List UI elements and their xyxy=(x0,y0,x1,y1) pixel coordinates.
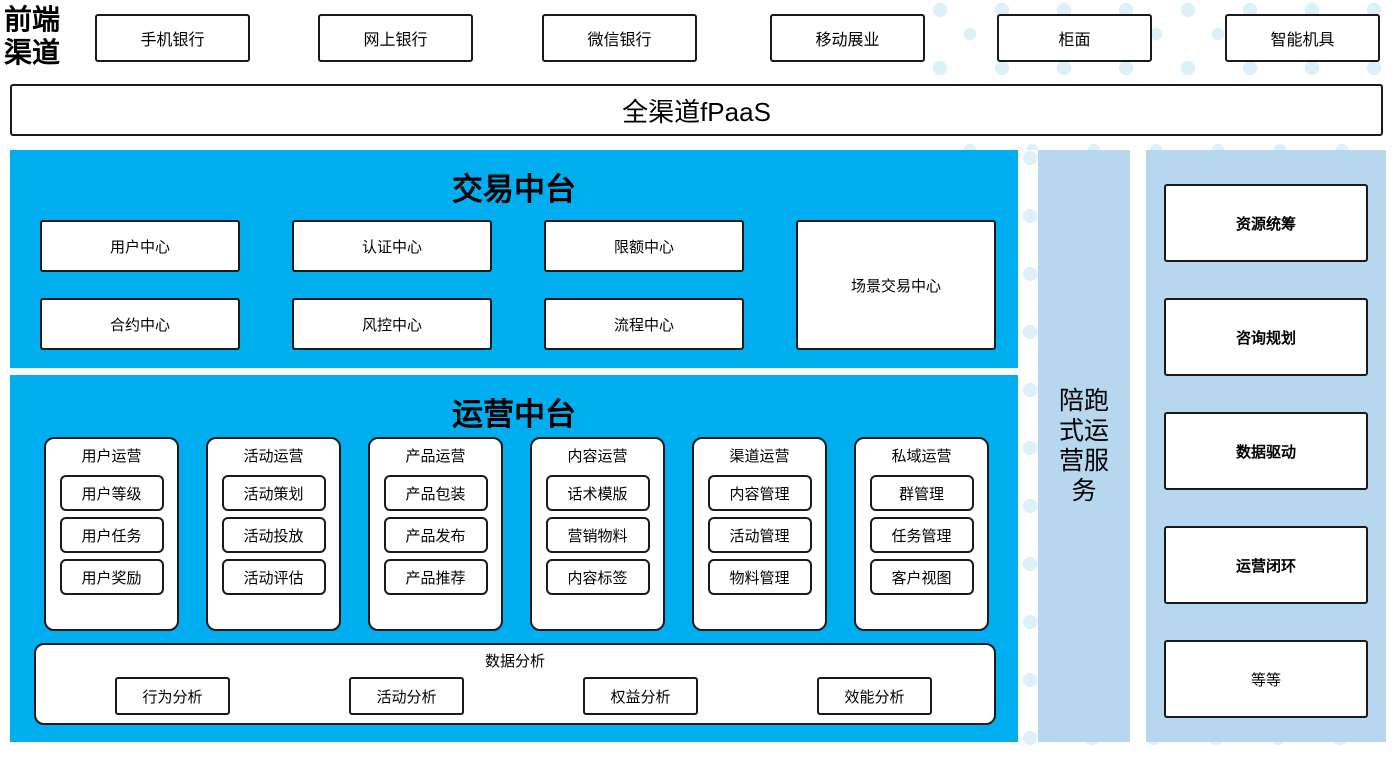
ops-column-title: 产品运营 xyxy=(405,448,466,465)
ops-item-script-template[interactable]: 话术模版 xyxy=(545,475,650,511)
ops-item-material-management[interactable]: 物料管理 xyxy=(707,559,812,595)
data-analysis-item-activity[interactable]: 活动分析 xyxy=(349,677,464,715)
service-column-panel: 资源统筹 咨询规划 数据驱动 运营闭环 等等 xyxy=(1146,150,1386,742)
ops-column-title: 渠道运营 xyxy=(729,448,790,465)
trade-box-process-center[interactable]: 流程中心 xyxy=(544,298,744,350)
service-box-etc[interactable]: 等等 xyxy=(1164,640,1368,718)
ops-item-product-packaging[interactable]: 产品包装 xyxy=(383,475,488,511)
channel-box-online-bank[interactable]: 网上银行 xyxy=(318,14,473,62)
trade-center-title: 交易中台 xyxy=(452,172,576,207)
data-analysis-item-behavior[interactable]: 行为分析 xyxy=(115,677,230,715)
service-box-data-driven[interactable]: 数据驱动 xyxy=(1164,412,1368,490)
ops-column-title: 私域运营 xyxy=(891,448,952,465)
data-analysis-item-performance[interactable]: 效能分析 xyxy=(817,677,932,715)
ops-column-title: 内容运营 xyxy=(567,448,628,465)
ops-center-title: 运营中台 xyxy=(452,397,576,432)
ops-center-panel: 运营中台 用户运营 用户等级 用户任务 用户奖励 活动运营 活动策划 活动投放 … xyxy=(10,375,1018,742)
ops-item-content-tag[interactable]: 内容标签 xyxy=(545,559,650,595)
channel-box-counter[interactable]: 柜面 xyxy=(997,14,1152,62)
accompany-service-title: 陪跑式运营服务 xyxy=(1058,387,1109,505)
trade-box-user-center[interactable]: 用户中心 xyxy=(40,220,240,272)
ops-item-content-management[interactable]: 内容管理 xyxy=(707,475,812,511)
trade-center-panel: 交易中台 用户中心 认证中心 限额中心 合约中心 风控中心 流程中心 场景交易中… xyxy=(10,150,1018,368)
channel-box-wechat-bank[interactable]: 微信银行 xyxy=(542,14,697,62)
ops-item-customer-view[interactable]: 客户视图 xyxy=(869,559,974,595)
ops-column-private-domain-operations[interactable]: 私域运营 群管理 任务管理 客户视图 xyxy=(854,437,989,631)
accompany-service-panel: 陪跑式运营服务 xyxy=(1038,150,1130,742)
ops-column-user-operations[interactable]: 用户运营 用户等级 用户任务 用户奖励 xyxy=(44,437,179,631)
frontend-label-line1: 前端 xyxy=(4,5,61,36)
fpaas-banner[interactable]: 全渠道fPaaS xyxy=(10,84,1383,136)
ops-item-user-reward[interactable]: 用户奖励 xyxy=(59,559,164,595)
ops-item-marketing-material[interactable]: 营销物料 xyxy=(545,517,650,553)
ops-item-user-level[interactable]: 用户等级 xyxy=(59,475,164,511)
data-analysis-item-benefit[interactable]: 权益分析 xyxy=(583,677,698,715)
ops-item-activity-planning[interactable]: 活动策划 xyxy=(221,475,326,511)
trade-box-risk-center[interactable]: 风控中心 xyxy=(292,298,492,350)
ops-item-product-release[interactable]: 产品发布 xyxy=(383,517,488,553)
trade-box-auth-center[interactable]: 认证中心 xyxy=(292,220,492,272)
channel-box-mobile-biz[interactable]: 移动展业 xyxy=(770,14,925,62)
data-analysis-panel: 数据分析 行为分析 活动分析 权益分析 效能分析 xyxy=(34,643,996,725)
ops-item-user-task[interactable]: 用户任务 xyxy=(59,517,164,553)
ops-item-task-management[interactable]: 任务管理 xyxy=(869,517,974,553)
service-box-resource-coordination[interactable]: 资源统筹 xyxy=(1164,184,1368,262)
ops-column-product-operations[interactable]: 产品运营 产品包装 产品发布 产品推荐 xyxy=(368,437,503,631)
ops-item-activity-delivery[interactable]: 活动投放 xyxy=(221,517,326,553)
ops-item-activity-management[interactable]: 活动管理 xyxy=(707,517,812,553)
trade-box-contract-center[interactable]: 合约中心 xyxy=(40,298,240,350)
ops-item-product-recommend[interactable]: 产品推荐 xyxy=(383,559,488,595)
ops-column-title: 用户运营 xyxy=(81,448,142,465)
trade-box-scene-transaction-center[interactable]: 场景交易中心 xyxy=(796,220,996,350)
frontend-label-line2: 渠道 xyxy=(4,38,61,69)
ops-item-group-management[interactable]: 群管理 xyxy=(869,475,974,511)
ops-column-activity-operations[interactable]: 活动运营 活动策划 活动投放 活动评估 xyxy=(206,437,341,631)
service-box-operation-closed-loop[interactable]: 运营闭环 xyxy=(1164,526,1368,604)
ops-item-activity-evaluation[interactable]: 活动评估 xyxy=(221,559,326,595)
ops-column-title: 活动运营 xyxy=(243,448,304,465)
trade-box-limit-center[interactable]: 限额中心 xyxy=(544,220,744,272)
service-box-consulting-planning[interactable]: 咨询规划 xyxy=(1164,298,1368,376)
channel-box-mobile-bank[interactable]: 手机银行 xyxy=(95,14,250,62)
data-analysis-title: 数据分析 xyxy=(484,653,545,670)
channel-box-smart-machine[interactable]: 智能机具 xyxy=(1225,14,1380,62)
frontend-channel-label: 前端 渠道 xyxy=(4,4,82,72)
ops-column-channel-operations[interactable]: 渠道运营 内容管理 活动管理 物料管理 xyxy=(692,437,827,631)
ops-column-content-operations[interactable]: 内容运营 话术模版 营销物料 内容标签 xyxy=(530,437,665,631)
